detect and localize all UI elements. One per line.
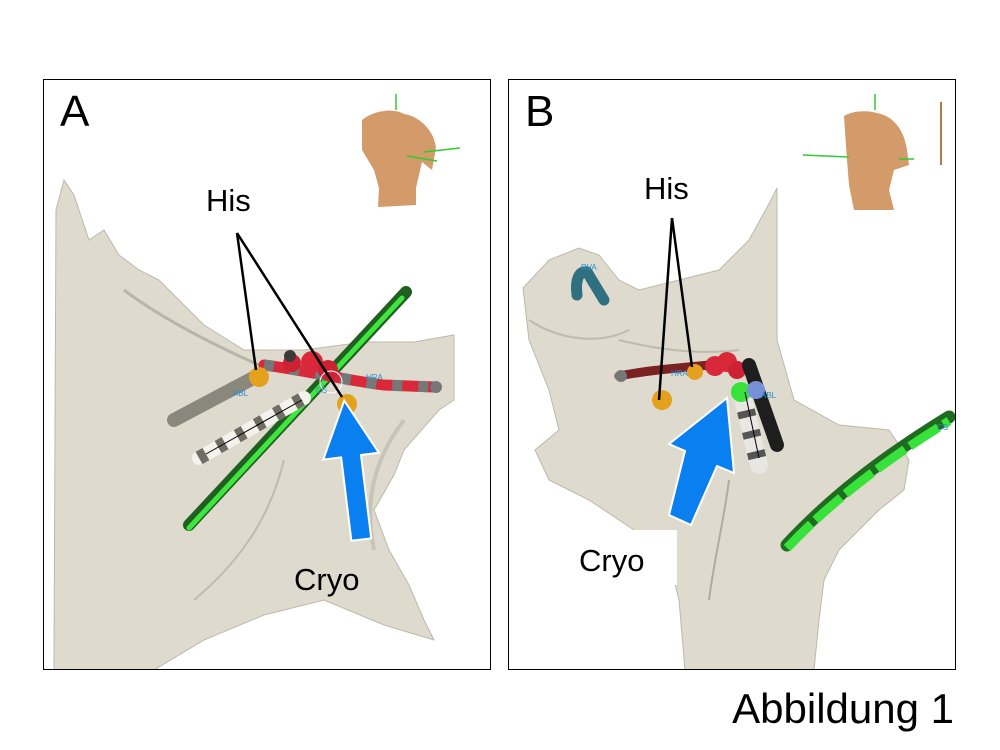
arrow-icon <box>667 396 736 527</box>
his-marker <box>652 390 672 410</box>
anatomy-3d-view-b: RVA HRA ABL CS <box>522 94 955 669</box>
tag-abl: ABL <box>761 391 777 400</box>
his-marker <box>687 364 703 380</box>
his-label-a: His <box>206 183 251 218</box>
tag-cs: CS <box>937 423 948 432</box>
panel-letter-b: B <box>525 87 555 136</box>
his-marker <box>249 367 269 387</box>
arrow-icon <box>321 398 381 542</box>
ablation-point <box>728 361 746 379</box>
tag-hra: HRA <box>671 369 689 378</box>
figure-caption: Abbildung 1 <box>732 685 954 732</box>
torso-icon <box>362 94 461 207</box>
cryo-label-a: Cryo <box>294 562 360 597</box>
tag-cs: CS <box>316 386 327 395</box>
tag-rva: RVA <box>581 263 597 272</box>
panel-a: ABL CS HRA A His Cryo <box>43 79 491 670</box>
panel-letter-a: A <box>60 87 90 136</box>
tag-abl: ABL <box>233 389 249 398</box>
ablation-point <box>747 381 765 399</box>
anatomy-3d-view-a: ABL CS HRA <box>53 94 461 669</box>
torso-icon <box>802 94 942 210</box>
catheter-tip <box>430 381 442 393</box>
his-label-b: His <box>644 171 689 206</box>
panel-b: RVA HRA ABL CS <box>508 79 956 670</box>
cryo-label-b: Cryo <box>579 543 645 578</box>
tag-hra: HRA <box>366 373 384 382</box>
